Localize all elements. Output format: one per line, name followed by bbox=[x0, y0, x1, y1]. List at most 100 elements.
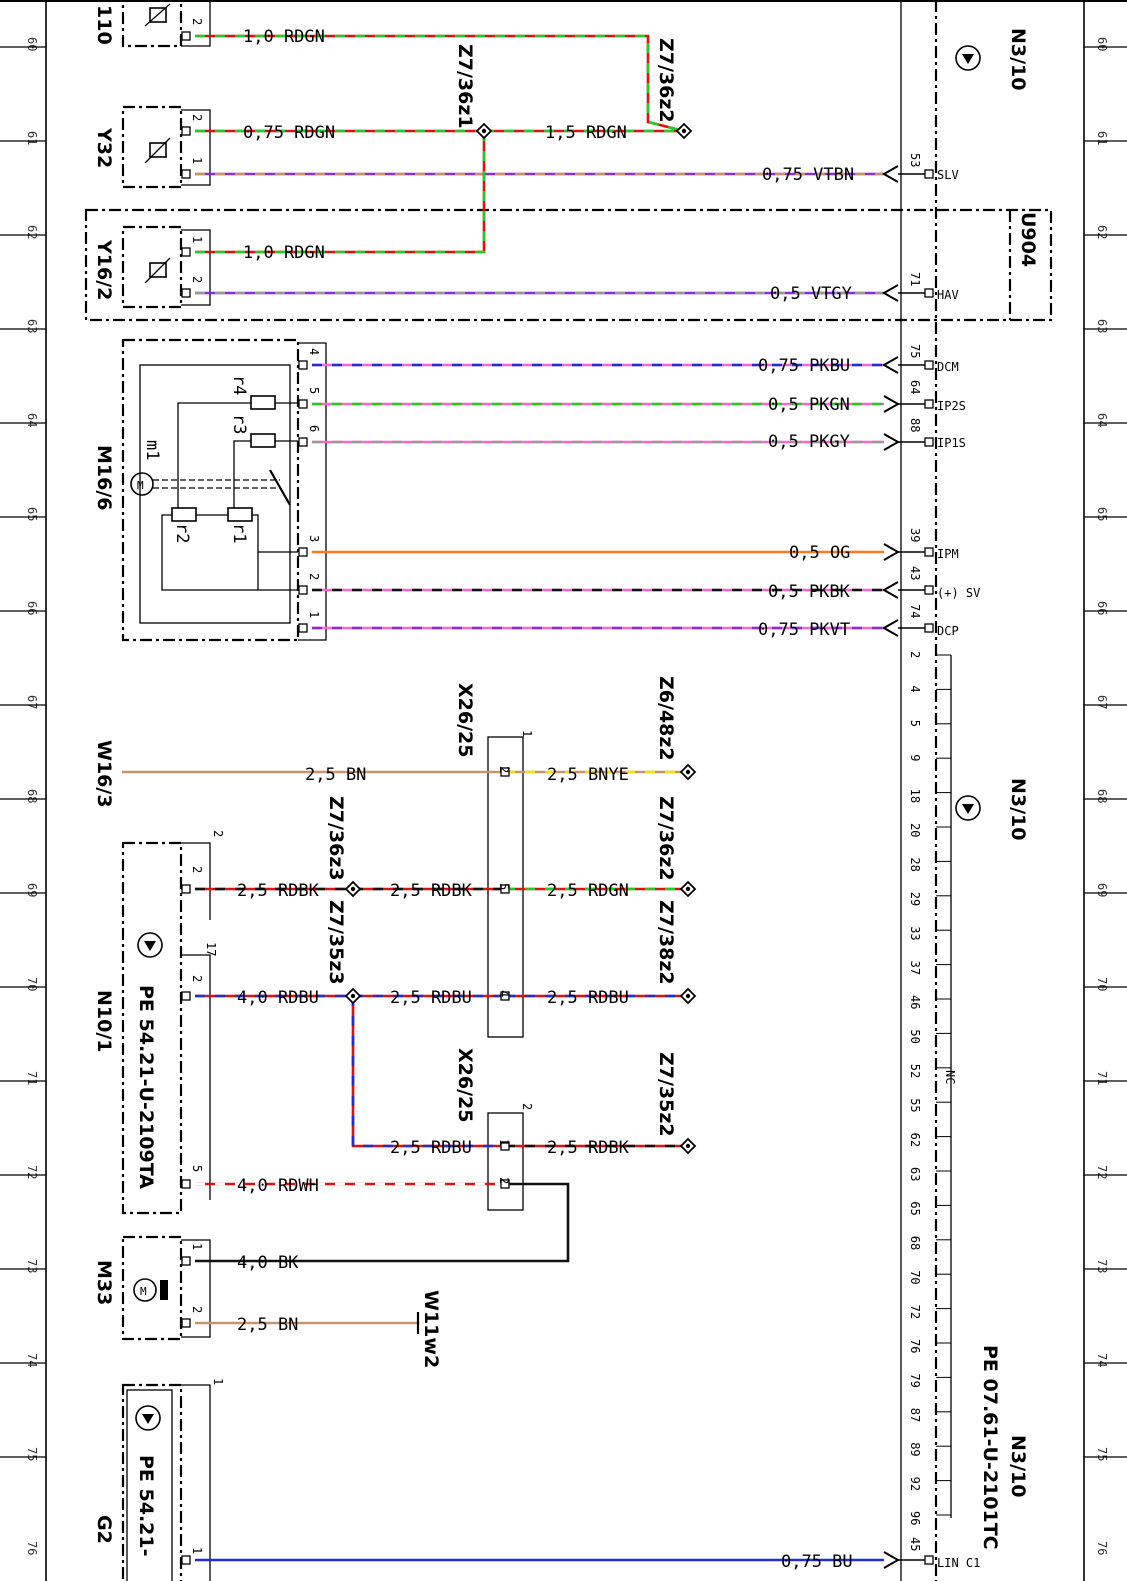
splice-dot bbox=[681, 128, 687, 134]
nc-pin: 52 bbox=[908, 1064, 922, 1078]
ref-x26-25-a: X26/25 bbox=[454, 683, 476, 757]
nc-pin: 46 bbox=[908, 995, 922, 1009]
pin-x26a-1: 1 bbox=[520, 730, 534, 737]
ref-z7-36z2-top: Z7/36z2 bbox=[655, 38, 677, 123]
pin-terminal bbox=[298, 585, 308, 595]
pin-n3-39: 39 bbox=[908, 528, 922, 542]
ruler-label-right: 63 bbox=[1095, 319, 1109, 333]
marks-layer bbox=[181, 31, 934, 1569]
pin-n3-75: 75 bbox=[908, 344, 922, 358]
ref-z7-36z2-mid: Z7/36z2 bbox=[655, 796, 677, 881]
pin-terminal bbox=[181, 1555, 191, 1565]
ruler-label-left: 70 bbox=[25, 977, 39, 991]
splice-dot bbox=[350, 886, 356, 892]
nc-pin: 18 bbox=[908, 789, 922, 803]
nc-pin: 76 bbox=[908, 1339, 922, 1353]
pin-m16-6: 6 bbox=[307, 425, 321, 432]
pin-terminal bbox=[924, 547, 934, 557]
x26-25-a-connector bbox=[487, 736, 524, 1038]
signal-slv: SLV bbox=[937, 168, 959, 182]
pin-n10-2b: 2 bbox=[190, 975, 204, 982]
wire-label-w19: 2,5 RDBU bbox=[390, 988, 472, 1008]
signal-direction-arrow bbox=[883, 1551, 901, 1569]
pin-terminal bbox=[924, 169, 934, 179]
pin-m33-2: 2 bbox=[190, 1306, 204, 1313]
pin-terminal bbox=[500, 991, 510, 1001]
g2-connector bbox=[181, 1384, 211, 1581]
ruler-label-right: 66 bbox=[1095, 601, 1109, 615]
y32-box bbox=[121, 105, 183, 189]
ruler-label-right: 64 bbox=[1095, 413, 1109, 427]
wire-w1 bbox=[195, 34, 685, 133]
ruler-label-right: 62 bbox=[1095, 225, 1109, 239]
wire-label-w11: 0,5 PKBK bbox=[768, 582, 851, 602]
ruler-label-left: 74 bbox=[25, 1353, 39, 1367]
ref-w11w2: W11w2 bbox=[420, 1290, 442, 1368]
ruler-label-left: 69 bbox=[25, 883, 39, 897]
n10-connector-2 bbox=[181, 954, 211, 1200]
label-r2: r2 bbox=[172, 523, 192, 543]
nc-pin: 63 bbox=[908, 1167, 922, 1181]
g2-inner-box bbox=[126, 1389, 173, 1581]
wire-label-w10: 0,5 OG bbox=[789, 543, 850, 563]
wire-label-w24: 4,0 BK bbox=[237, 1253, 299, 1273]
y16-2-solenoid-icon bbox=[144, 257, 171, 284]
label-m1: m1 bbox=[142, 440, 162, 460]
ruler-label-left: 72 bbox=[25, 1165, 39, 1179]
wire-label-w3: 1,5 RDGN bbox=[545, 123, 627, 143]
ref-y110: 110 bbox=[93, 5, 115, 45]
resistor-r4-icon bbox=[250, 395, 276, 410]
wire-label-w7: 0,75 PKBU bbox=[758, 356, 850, 376]
pin-m16-4: 4 bbox=[307, 348, 321, 355]
pin-n3-74: 74 bbox=[908, 604, 922, 618]
n10-1-box bbox=[121, 841, 183, 1215]
signal-direction-arrow bbox=[883, 433, 901, 451]
pin-terminal bbox=[298, 547, 308, 557]
y110-connector bbox=[181, 0, 211, 47]
pin-n10-17: 17 bbox=[204, 942, 218, 956]
pin-y32-1: 1 bbox=[190, 157, 204, 164]
ref-pe-g2: PE 54.21- bbox=[135, 1455, 157, 1557]
x26-25-b-connector bbox=[487, 1112, 524, 1211]
ref-x26-25-b: X26/25 bbox=[454, 1048, 476, 1122]
wire-stripe-w21 bbox=[351, 996, 505, 1148]
wire-label-w8: 0,5 PKGN bbox=[768, 395, 850, 415]
pin-n3-43: 43 bbox=[908, 566, 922, 580]
nc-label: NC bbox=[943, 1070, 957, 1084]
nc-pin: 65 bbox=[908, 1201, 922, 1215]
u904-box bbox=[84, 208, 1053, 322]
nc-pin: 37 bbox=[908, 961, 922, 975]
wire-label-w4: 0,75 VTBN bbox=[762, 165, 854, 185]
ruler-label-right: 69 bbox=[1095, 883, 1109, 897]
nc-pin: 89 bbox=[908, 1442, 922, 1456]
n3-10-control-unit-icon-top bbox=[955, 45, 981, 71]
wire-w21 bbox=[351, 996, 505, 1148]
pin-terminal bbox=[181, 126, 191, 136]
wire-label-w5: 1,0 RDGN bbox=[243, 243, 325, 263]
wire-label-w13: 2,5 BN bbox=[305, 765, 366, 785]
signal-ipm: IPM bbox=[937, 547, 959, 561]
ruler-label-left: 71 bbox=[25, 1071, 39, 1085]
label-r4: r4 bbox=[229, 375, 249, 395]
pin-terminal bbox=[181, 1256, 191, 1266]
pin-n10-5: 5 bbox=[190, 1165, 204, 1172]
ref-pe-n3: PE 07.61-U-2101TC bbox=[979, 1345, 1001, 1550]
splice-dot bbox=[685, 769, 691, 775]
y110-solenoid-icon bbox=[144, 3, 171, 27]
wire-label-w22: 2,5 RDBK bbox=[547, 1138, 630, 1158]
signal-ip2s: IP2S bbox=[937, 399, 966, 413]
signal-direction-arrow bbox=[881, 619, 899, 637]
pin-terminal bbox=[924, 399, 934, 409]
pin-terminal bbox=[181, 884, 191, 894]
ruler-label-right: 73 bbox=[1095, 1259, 1109, 1273]
splice-dot bbox=[685, 886, 691, 892]
ref-y32: Y32 bbox=[93, 127, 115, 168]
wire-label-w17: 2,5 RDGN bbox=[547, 881, 629, 901]
pin-terminal bbox=[924, 437, 934, 447]
ruler-label-right: 61 bbox=[1095, 131, 1109, 145]
y110-box bbox=[121, 0, 183, 48]
wire-stripe-w1 bbox=[195, 34, 685, 133]
ruler-label-right: 72 bbox=[1095, 1165, 1109, 1179]
ref-w16-3: W16/3 bbox=[93, 740, 115, 808]
ruler-label-left: 60 bbox=[25, 37, 39, 51]
